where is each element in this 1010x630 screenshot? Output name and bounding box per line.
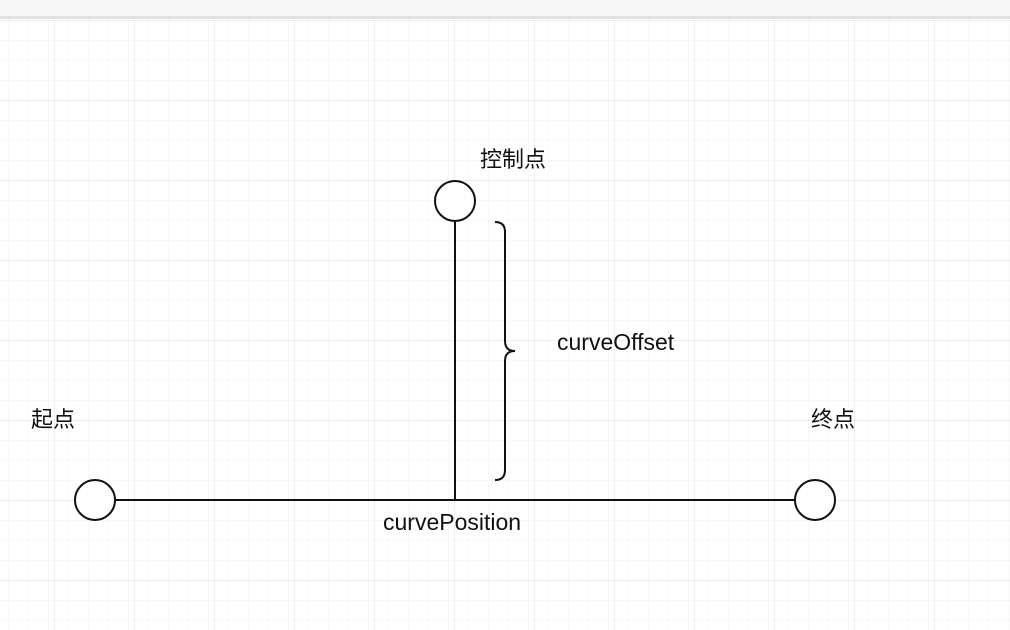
start-point-label: 起点 (31, 408, 76, 433)
end-point-label: 终点 (811, 408, 856, 433)
start-point-circle[interactable] (74, 479, 116, 521)
curve-offset-label: curveOffset (557, 329, 675, 355)
control-point-circle[interactable] (434, 180, 476, 222)
curve-offset-brace (494, 221, 516, 481)
canvas-top-bar (0, 0, 1010, 19)
diagram-svg (0, 19, 1010, 630)
end-point-circle[interactable] (794, 479, 836, 521)
control-point-label: 控制点 (480, 148, 547, 173)
curve-position-label: curvePosition (383, 509, 522, 535)
